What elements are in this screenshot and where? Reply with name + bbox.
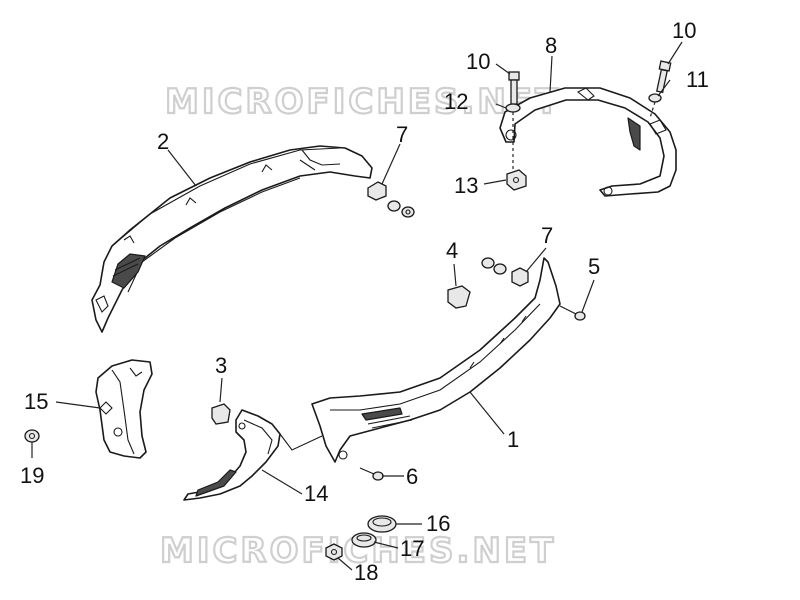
watermark-top: MICROFICHES.NET — [165, 82, 561, 122]
callout-12: 12 — [444, 89, 468, 114]
callout-11: 11 — [686, 67, 709, 92]
callout-10-right: 10 — [672, 18, 696, 43]
callout-4: 4 — [446, 238, 458, 263]
callout-2: 2 — [157, 129, 169, 154]
callout-19: 19 — [20, 463, 44, 488]
leader-lines — [31, 41, 683, 571]
callout-13: 13 — [454, 173, 478, 198]
part-4-clip — [447, 285, 471, 309]
part-16-grommet — [367, 515, 397, 533]
part-10-bolt-left — [508, 71, 520, 105]
callout-1: 1 — [507, 427, 519, 452]
part-7-grommet-lower — [481, 257, 529, 287]
callout-6: 6 — [406, 464, 418, 489]
callout-7-upper: 7 — [396, 122, 408, 147]
part-14-inner-bracket — [183, 409, 323, 501]
callout-10-left: 10 — [466, 49, 490, 74]
part-15-small-cover — [95, 359, 153, 459]
callout-14: 14 — [304, 481, 328, 506]
part-1-lower-panel — [311, 257, 561, 463]
part-12-washer — [505, 103, 521, 113]
part-17-bushing — [351, 532, 377, 548]
part-13-clip-nut — [506, 169, 527, 191]
callout-15: 15 — [24, 389, 48, 414]
callout-3: 3 — [215, 353, 227, 378]
callout-18: 18 — [354, 560, 378, 585]
part-7-grommet-upper — [367, 181, 415, 218]
callout-7-lower: 7 — [541, 223, 553, 248]
part-2-upper-panel — [91, 145, 373, 333]
callout-16: 16 — [426, 511, 450, 536]
callout-8: 8 — [545, 33, 557, 58]
callout-5: 5 — [588, 254, 600, 279]
part-19-nut — [24, 429, 40, 443]
callout-17: 17 — [400, 536, 424, 561]
part-8-grab-rail — [499, 87, 677, 197]
part-5-screw — [559, 305, 586, 321]
part-18-nut — [325, 543, 343, 561]
part-3-speed-nut — [211, 403, 231, 425]
part-6-screw — [359, 467, 384, 481]
